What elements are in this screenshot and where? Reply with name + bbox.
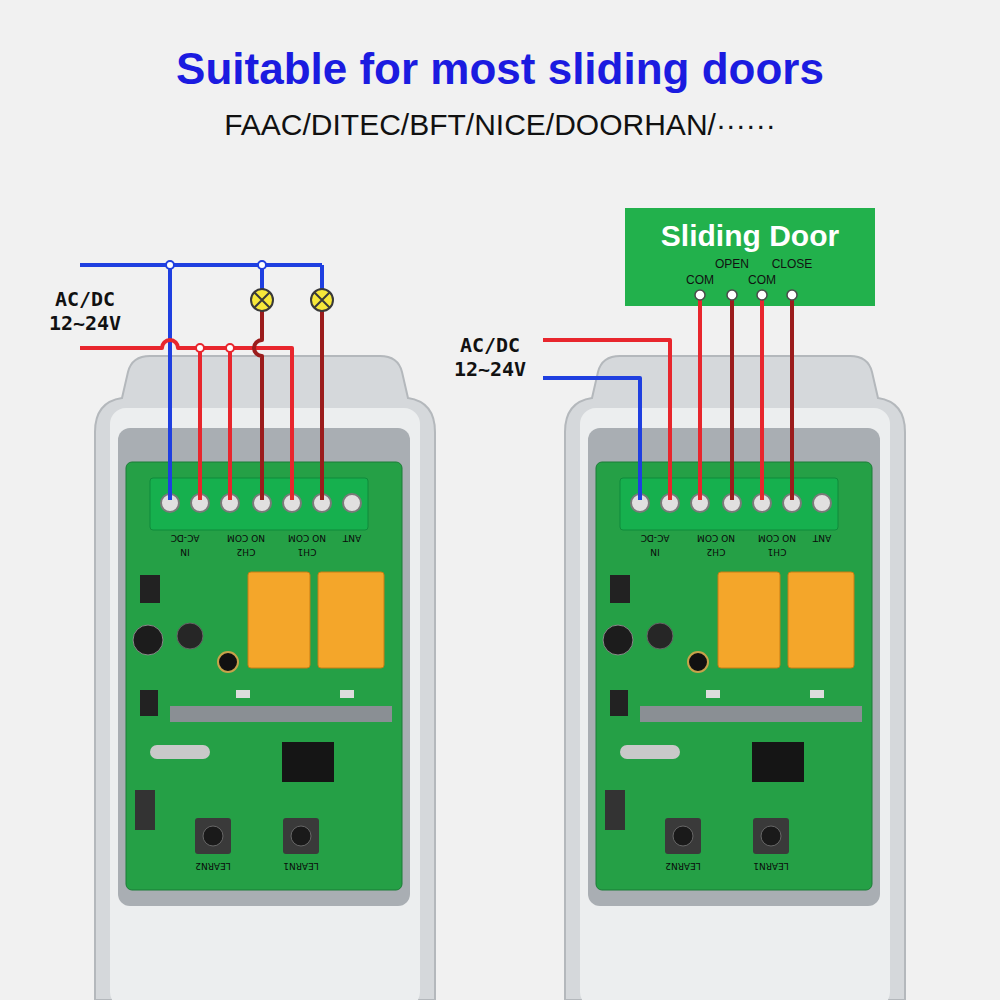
lamp-symbol bbox=[251, 289, 273, 311]
terminal-label: OPEN bbox=[715, 257, 749, 271]
learn-button bbox=[195, 818, 319, 854]
receiver-housing bbox=[95, 356, 435, 1000]
learn-button bbox=[203, 826, 223, 846]
receiver-housing bbox=[565, 356, 905, 1000]
board-part bbox=[135, 790, 155, 830]
board-part bbox=[170, 706, 392, 722]
junction-dot bbox=[196, 344, 204, 352]
terminal-label: ANT bbox=[343, 533, 361, 544]
terminal-label: IN bbox=[650, 547, 659, 558]
button-label: LEARN2 bbox=[665, 861, 701, 872]
terminal-label: NO COM bbox=[288, 533, 326, 544]
terminal-screw bbox=[343, 494, 361, 512]
title: Suitable for most sliding doors bbox=[0, 44, 1000, 95]
board-part bbox=[140, 575, 160, 603]
junction-dot bbox=[166, 261, 174, 269]
terminal-label: NO COM bbox=[697, 533, 735, 544]
wiring bbox=[790, 306, 794, 500]
board-part bbox=[150, 745, 210, 759]
terminal-dot bbox=[757, 290, 767, 300]
wiring bbox=[760, 306, 764, 500]
wiring bbox=[320, 265, 324, 289]
receiver-housing bbox=[150, 478, 368, 530]
device-box: Sliding DoorCOMOPENCOMCLOSE bbox=[625, 208, 875, 306]
receiver-housing bbox=[126, 462, 402, 890]
channel-label: CH2 bbox=[707, 547, 726, 558]
terminal-label: AC-DC bbox=[171, 533, 200, 544]
lamp-symbol bbox=[251, 289, 333, 311]
terminal-label: CLOSE bbox=[772, 257, 813, 271]
capacitor bbox=[133, 623, 238, 672]
junction-dot bbox=[258, 261, 266, 269]
box-title: Sliding Door bbox=[661, 218, 839, 254]
terminal-dot bbox=[695, 290, 705, 300]
wiring bbox=[168, 265, 172, 500]
capacitor bbox=[177, 623, 203, 649]
supply-label: AC/DC 12~24V bbox=[440, 333, 540, 381]
terminal-label: NO COM bbox=[758, 533, 796, 544]
board-part bbox=[282, 742, 334, 782]
wiring bbox=[698, 306, 702, 500]
wiring bbox=[228, 348, 232, 500]
terminal-label: COM bbox=[686, 273, 714, 287]
lamp-symbol bbox=[314, 292, 330, 308]
relay bbox=[248, 572, 384, 668]
receiver-housing bbox=[95, 356, 435, 1000]
learn-button bbox=[283, 818, 319, 854]
wiring bbox=[543, 378, 640, 500]
button-label: LEARN1 bbox=[283, 861, 319, 872]
channel-label: CH2 bbox=[237, 547, 256, 558]
channel-label: CH1 bbox=[768, 547, 787, 558]
board-part bbox=[140, 690, 158, 716]
learn-button bbox=[291, 826, 311, 846]
wiring bbox=[80, 263, 322, 267]
lamp-symbol bbox=[254, 292, 270, 308]
terminal-dot bbox=[727, 290, 737, 300]
channel-label: CH1 bbox=[298, 547, 317, 558]
junction-dot bbox=[226, 344, 234, 352]
wiring bbox=[254, 311, 262, 500]
terminal-label: COM bbox=[748, 273, 776, 287]
wiring bbox=[320, 311, 324, 500]
relay bbox=[318, 572, 384, 668]
relay bbox=[248, 572, 310, 668]
button-label: LEARN2 bbox=[195, 861, 231, 872]
lamp-symbol bbox=[311, 289, 333, 311]
wiring bbox=[543, 340, 670, 500]
board-part bbox=[340, 690, 354, 698]
supply-label: AC/DC 12~24V bbox=[35, 287, 135, 335]
learn-button bbox=[195, 818, 231, 854]
button-label: LEARN1 bbox=[753, 861, 789, 872]
receiver-housing bbox=[110, 408, 420, 1000]
subtitle: FAAC/DITEC/BFT/NICE/DOORHAN/······ bbox=[224, 107, 776, 143]
wiring bbox=[198, 348, 202, 500]
terminal-label: IN bbox=[180, 547, 189, 558]
capacitor bbox=[133, 625, 163, 655]
board-part bbox=[236, 690, 250, 698]
terminal-dot bbox=[787, 290, 797, 300]
terminal-label: NO COM bbox=[227, 533, 265, 544]
capacitor bbox=[218, 652, 238, 672]
terminal-label: ANT bbox=[813, 533, 831, 544]
board-part bbox=[135, 575, 392, 830]
wiring bbox=[730, 306, 734, 500]
junction-dot bbox=[166, 261, 266, 352]
terminal-label: AC-DC bbox=[641, 533, 670, 544]
